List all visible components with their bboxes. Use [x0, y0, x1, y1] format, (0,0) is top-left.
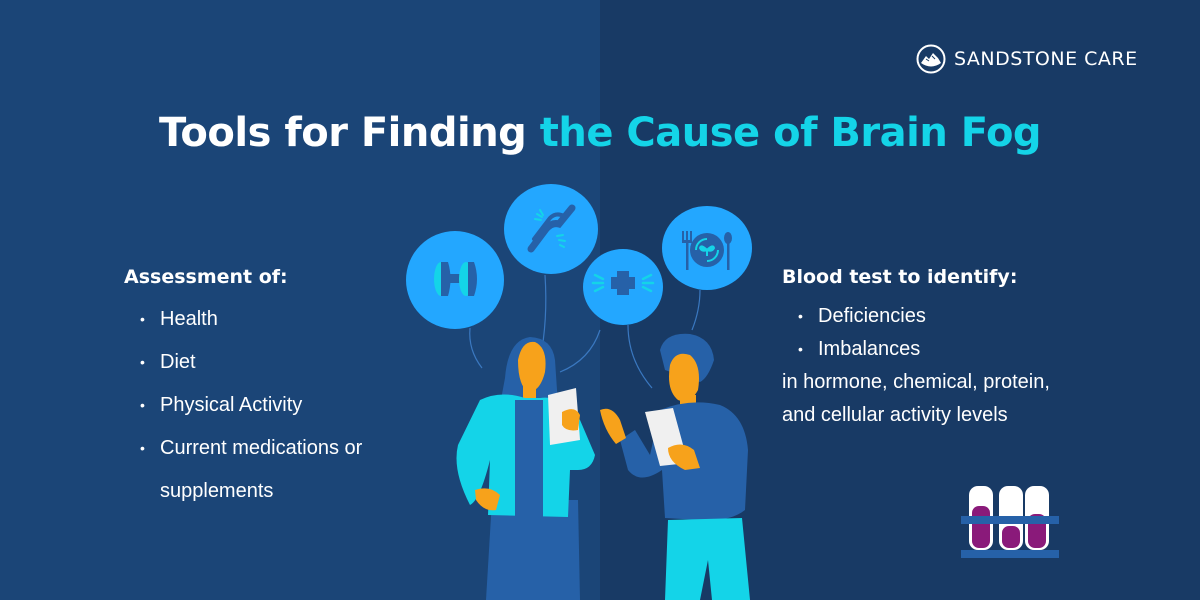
bullet: • [798, 341, 803, 357]
test-tubes-icon [961, 486, 1059, 558]
title-part-cyan: the Cause of Brain Fog [539, 110, 1042, 156]
list-item-continuation: supplements [160, 480, 274, 502]
list-item: • Imbalances [798, 333, 1072, 366]
woman-figure [456, 337, 595, 600]
brand-name: SANDSTONE CARE [954, 48, 1138, 70]
dumbbell-icon [434, 262, 477, 296]
bullet: • [140, 311, 145, 327]
mountain-circle-icon [916, 44, 946, 74]
list-item-label: Physical Activity [160, 394, 303, 416]
broken-bone-icon [527, 204, 576, 253]
blood-test-section: Blood test to identify: • Deficiencies • I… [782, 266, 1072, 432]
page-title: Tools for Finding the Cause of Brain Fog [0, 110, 1200, 156]
blood-test-description: in hormone, chemical, protein, and cellu… [782, 371, 1050, 426]
bubble-plate-utensils [662, 206, 752, 290]
bullet: • [140, 440, 145, 456]
list-item: • Current medications or supplements [140, 427, 362, 513]
bubble-broken-bone [504, 184, 598, 274]
list-item: • Physical Activity [140, 384, 362, 427]
brand-logo: SANDSTONE CARE [916, 44, 1138, 74]
bullet: • [140, 354, 145, 370]
list-item-label: Health [160, 308, 218, 330]
bubble-dumbbell [406, 231, 504, 329]
list-item-label: Current medications or [160, 437, 363, 459]
bubble-medical-cross [583, 249, 663, 325]
list-item-label: Diet [160, 351, 196, 373]
assessment-section: Assessment of: • Health • Diet • Physical A… [124, 266, 362, 513]
list-item-label: Imbalances [818, 338, 921, 360]
bullet: • [140, 397, 145, 413]
medical-cross-icon [591, 271, 655, 295]
list-item: • Deficiencies [798, 300, 1072, 333]
doctors-illustration [456, 274, 750, 600]
list-item: • Health [140, 298, 362, 341]
blood-test-list: • Deficiencies • Imbalances [798, 300, 1072, 366]
blood-test-heading: Blood test to identify: [782, 266, 1018, 288]
man-figure [600, 333, 750, 600]
assessment-heading: Assessment of: [124, 266, 288, 288]
plate-utensils-icon [682, 231, 732, 270]
bullet: • [798, 308, 803, 324]
assessment-list: • Health • Diet • Physical Activity • Curren… [140, 298, 362, 513]
list-item-label: Deficiencies [818, 305, 926, 327]
list-item: • Diet [140, 341, 362, 384]
title-part-white: Tools for Finding [158, 110, 527, 156]
